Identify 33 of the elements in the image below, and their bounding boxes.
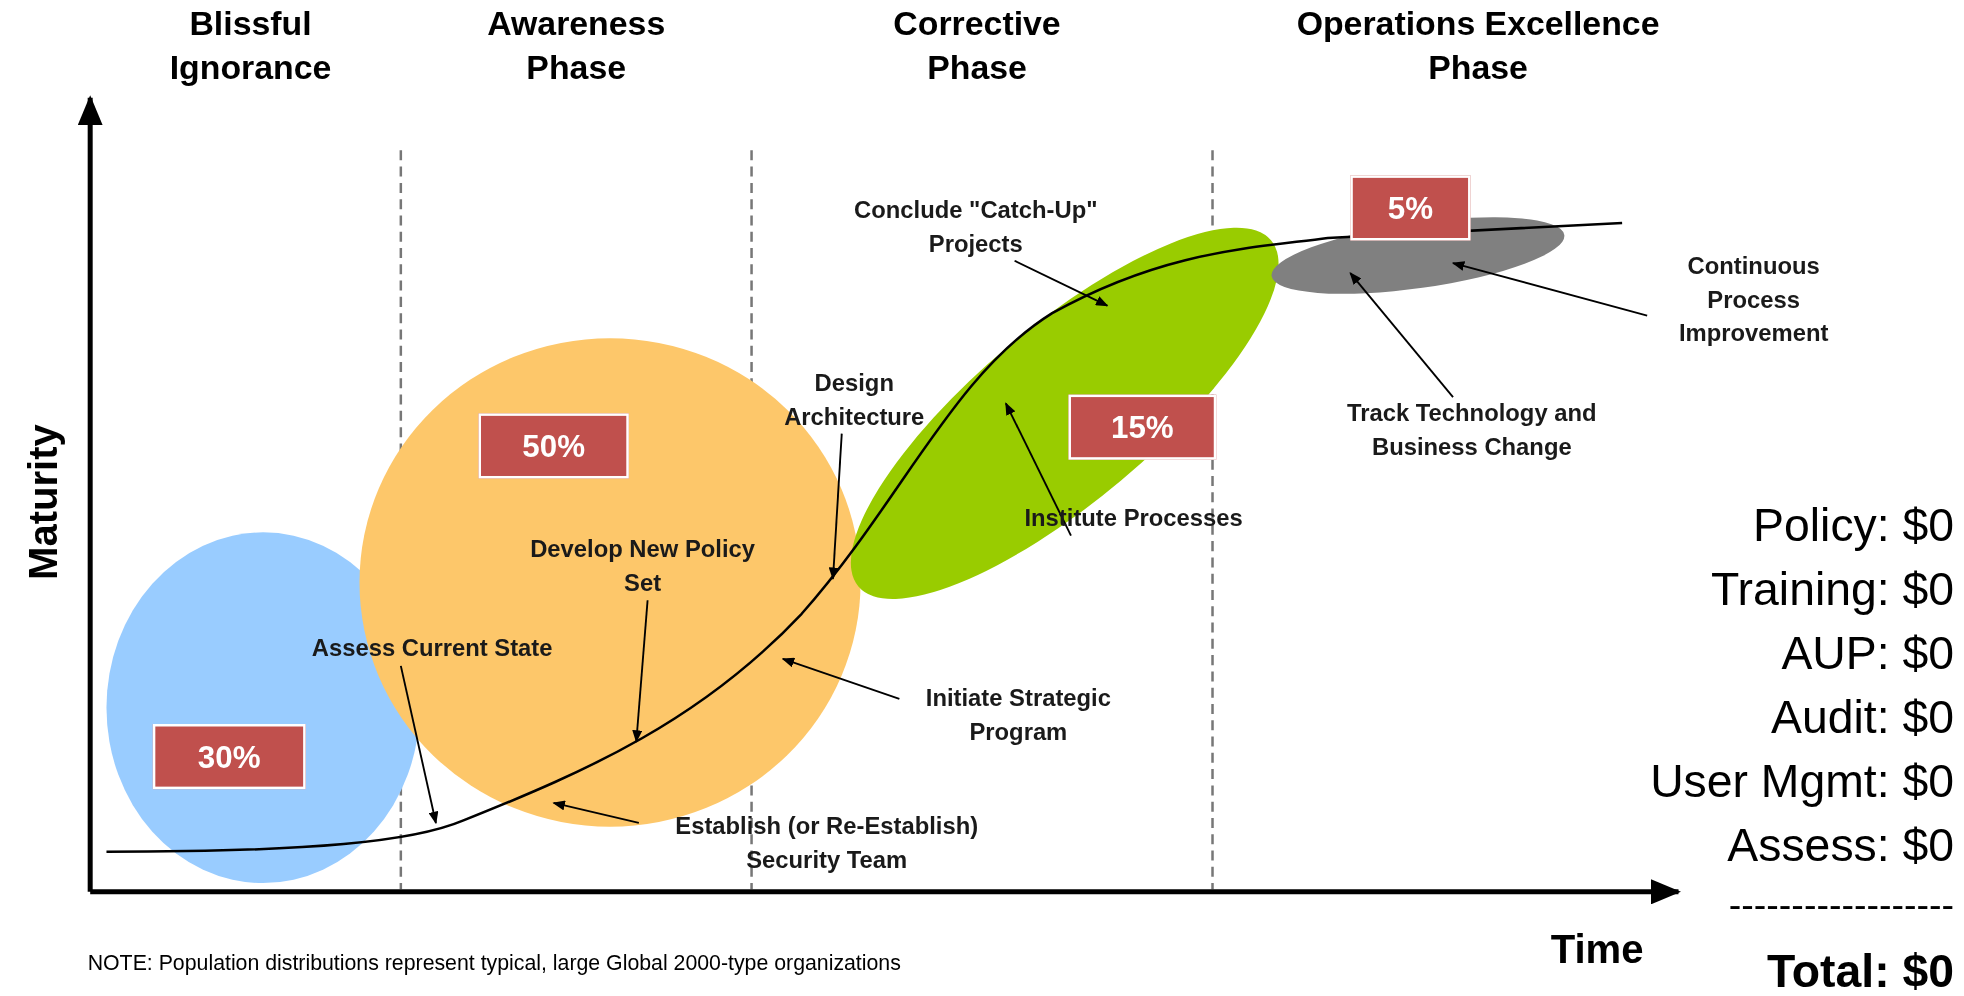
axis-title: Maturity bbox=[19, 423, 67, 582]
percent-badge: 30% bbox=[152, 724, 306, 790]
phase-heading: Blissful Ignorance bbox=[168, 4, 333, 89]
step-label: Continuous Process Improvement bbox=[1647, 250, 1861, 351]
leader-arrow bbox=[552, 800, 640, 824]
percent-badge: 50% bbox=[478, 413, 629, 479]
total-line: Total: $0 bbox=[1766, 944, 1955, 996]
axis-title: Time bbox=[1549, 925, 1645, 974]
cost-line: Assess: $0 bbox=[1727, 818, 1955, 873]
leader-arrow bbox=[781, 657, 901, 700]
phase-heading: Operations Excellence Phase bbox=[1295, 4, 1661, 89]
step-label: Institute Processes bbox=[995, 502, 1272, 536]
separator-text: ------------------ bbox=[1728, 882, 1955, 927]
leader-arrow bbox=[1349, 272, 1454, 398]
leader-arrow bbox=[632, 599, 649, 743]
leader-arrow bbox=[1451, 261, 1649, 317]
leader-arrow bbox=[399, 664, 439, 825]
cost-line: AUP: $0 bbox=[1781, 626, 1955, 681]
phase-heading: Corrective Phase bbox=[892, 4, 1062, 89]
leader-arrow bbox=[828, 432, 843, 580]
step-label: Track Technology and Business Change bbox=[1315, 397, 1629, 464]
cost-line: Policy: $0 bbox=[1753, 498, 1955, 554]
cost-line: Training: $0 bbox=[1711, 562, 1955, 618]
cost-line: User Mgmt: $0 bbox=[1650, 754, 1955, 809]
step-label: Establish (or Re-Establish) Security Team bbox=[638, 810, 1015, 878]
step-label: Initiate Strategic Program bbox=[899, 682, 1138, 750]
phase-heading: Awareness Phase bbox=[486, 4, 667, 89]
step-label: Conclude "Catch-Up" Projects bbox=[819, 194, 1133, 261]
note-text: NOTE: Population distributions represent typical, large Global 2000-type organizations bbox=[87, 949, 901, 977]
cost-line: Audit: $0 bbox=[1771, 690, 1955, 745]
leader-arrow bbox=[1013, 259, 1109, 307]
step-label: Develop New Policy Set bbox=[517, 533, 768, 601]
percent-badge: 5% bbox=[1350, 175, 1471, 241]
